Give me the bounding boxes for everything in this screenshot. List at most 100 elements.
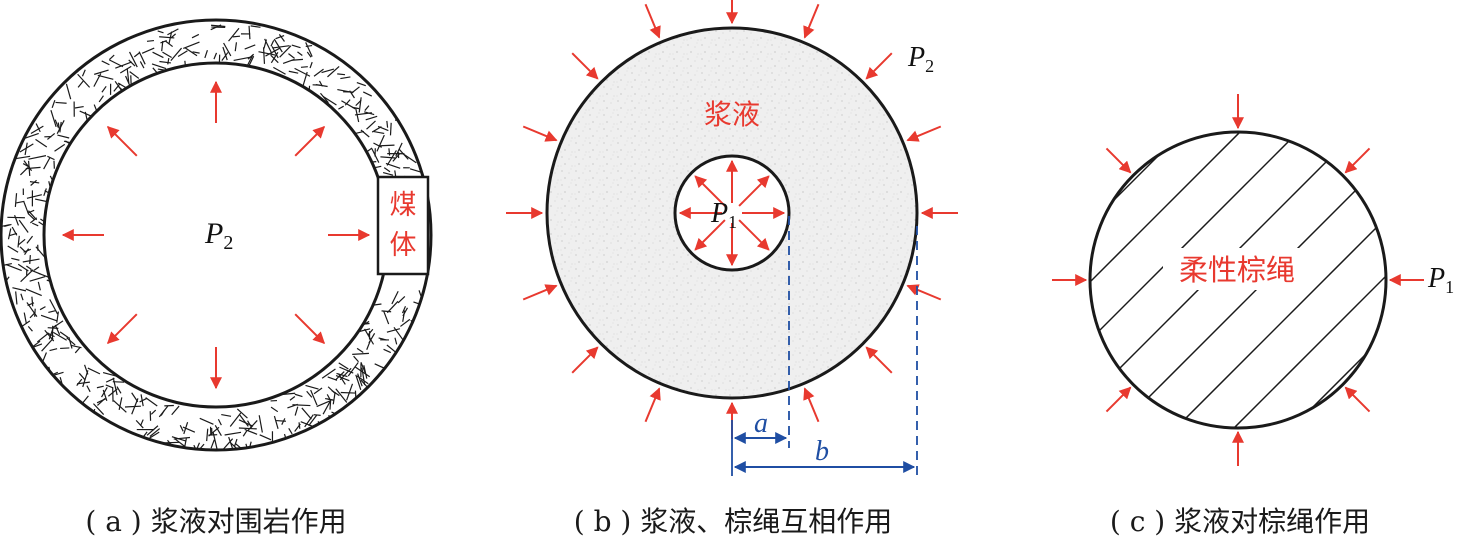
rock-fragment xyxy=(161,441,180,444)
rock-fragment xyxy=(27,213,35,221)
rock-fragment xyxy=(270,51,279,64)
rock-fragment xyxy=(23,312,27,324)
rock-fragment xyxy=(210,24,226,28)
rock-fragment xyxy=(244,44,256,50)
rock-fragment xyxy=(344,99,351,106)
rock-fragment xyxy=(214,424,222,437)
rock-fragment xyxy=(397,295,406,304)
rock-fragment xyxy=(139,397,148,403)
pressure-arrow xyxy=(803,3,820,39)
rock-fragment xyxy=(313,414,321,416)
rock-fragment xyxy=(50,110,57,128)
rock-fragment xyxy=(217,418,222,426)
rock-fragment xyxy=(138,431,148,444)
rock-fragment xyxy=(338,105,344,110)
pressure-arrow xyxy=(694,175,726,207)
rock-fragment xyxy=(262,47,266,64)
rock-fragment xyxy=(83,364,89,375)
rock-fragment xyxy=(183,41,200,50)
rock-fragment xyxy=(244,428,258,435)
rock-fragment xyxy=(386,344,399,355)
rock-fragment xyxy=(49,348,58,352)
rock-fragment xyxy=(101,387,108,398)
rock-fragment xyxy=(313,387,323,395)
rock-fragment xyxy=(305,384,319,390)
rock-fragment xyxy=(35,123,41,133)
rock-fragment xyxy=(19,143,34,153)
rock-fragment xyxy=(385,162,401,169)
rock-fragment xyxy=(183,422,189,435)
rock-fragment xyxy=(18,238,26,246)
rock-fragment xyxy=(355,374,362,390)
rock-fragment xyxy=(276,419,286,422)
rock-fragment xyxy=(288,428,293,435)
rock-fragment xyxy=(221,52,229,61)
rock-fragment xyxy=(292,404,311,407)
rock-fragment xyxy=(77,80,84,88)
rock-fragment xyxy=(386,120,389,128)
rock-fragment xyxy=(409,168,424,174)
rock-fragment xyxy=(116,386,122,394)
rock-fragment xyxy=(57,134,70,139)
rock-fragment xyxy=(300,66,308,68)
rock-fragment xyxy=(300,421,313,427)
figure-svg: 煤 体 P2 浆液 P1 P2 a b 柔性棕绳 xyxy=(0,0,1454,476)
rock-fragment xyxy=(59,377,65,393)
rock-fragment xyxy=(161,40,164,52)
rock-fragment xyxy=(363,365,368,379)
rock-fragment xyxy=(289,396,296,401)
rock-fragment xyxy=(112,377,118,396)
rock-fragment xyxy=(65,83,72,100)
pressure-arrow xyxy=(1344,386,1371,413)
rock-fragment xyxy=(291,58,303,61)
rock-fragment xyxy=(402,307,409,317)
rock-fragment xyxy=(270,54,279,64)
rock-fragment xyxy=(347,362,359,377)
rock-fragment xyxy=(141,47,155,54)
rock-fragment xyxy=(354,112,372,116)
rock-fragment xyxy=(380,156,396,159)
pressure-arrow xyxy=(738,219,770,251)
rock-fragment xyxy=(77,395,89,410)
rock-fragment xyxy=(11,257,20,261)
rock-fragment xyxy=(77,73,91,88)
pressure-arrow xyxy=(803,387,820,423)
rock-fragment xyxy=(373,142,383,148)
pressure-arrow xyxy=(1344,147,1371,174)
rock-fragment xyxy=(360,361,366,373)
rock-fragment xyxy=(23,201,30,215)
rock-fragment xyxy=(401,306,407,314)
rock-fragment xyxy=(196,443,205,453)
rock-fragment xyxy=(4,223,12,228)
rock-fragment xyxy=(16,320,31,331)
rock-fragment xyxy=(41,352,47,363)
rock-fragment xyxy=(28,155,47,160)
rock-fragment xyxy=(208,426,220,437)
rock-fragment xyxy=(54,119,59,128)
rock-fragment xyxy=(239,414,249,427)
rock-fragment xyxy=(54,324,61,336)
rock-fragment xyxy=(29,181,40,184)
rock-fragment xyxy=(278,34,285,42)
rock-fragment xyxy=(325,397,334,401)
rock-fragment xyxy=(7,245,19,253)
panel-b-inner-arrows xyxy=(678,159,786,267)
hatch-line xyxy=(1123,132,1386,428)
rock-fragment xyxy=(383,167,391,173)
rock-fragment xyxy=(182,426,196,433)
rock-fragment xyxy=(367,328,374,336)
rock-fragment xyxy=(30,179,37,186)
rock-fragment xyxy=(157,30,164,34)
rock-fragment xyxy=(371,126,382,133)
rock-fragment xyxy=(275,35,285,40)
rock-fragment xyxy=(192,51,200,54)
rock-fragment xyxy=(340,391,356,394)
panel-c-diagram: 柔性棕绳 P1 xyxy=(1052,94,1454,466)
rock-fragment xyxy=(335,374,350,382)
rock-fragment xyxy=(49,299,59,315)
rock-fragment xyxy=(35,246,46,258)
rock-fragment xyxy=(358,97,362,113)
rock-fragment xyxy=(129,71,140,79)
pressure-arrow xyxy=(1105,386,1132,413)
rock-fragment xyxy=(37,281,41,291)
